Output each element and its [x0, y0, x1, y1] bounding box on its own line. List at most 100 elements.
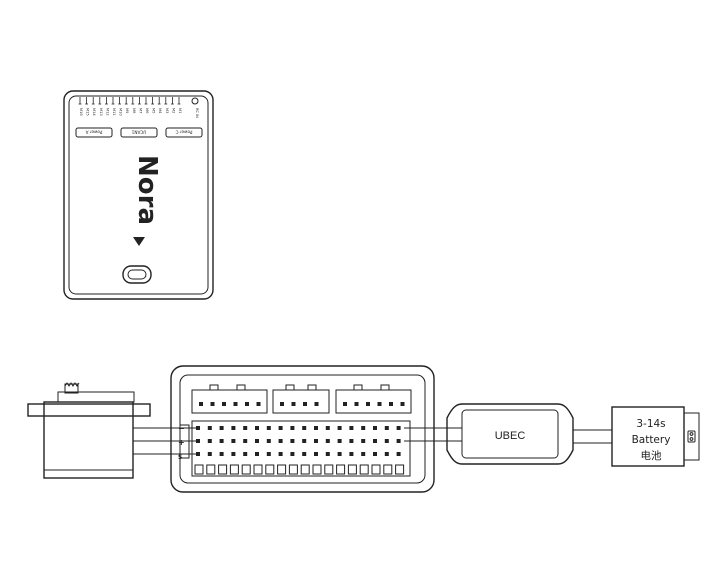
servo-mount-flange [27, 403, 151, 417]
power-a-button[interactable]: Power A [75, 127, 113, 138]
safety-switch[interactable] [122, 265, 152, 284]
connector-pin [389, 402, 393, 406]
rail-pin [396, 426, 401, 430]
power-c-label: Power C [175, 130, 192, 135]
servo-gear-icon [64, 382, 80, 387]
battery-pack: 3-14s Battery 电池 [611, 406, 700, 467]
rail-pin [290, 439, 295, 443]
pin-label: M12 [105, 108, 109, 116]
connector-left [191, 384, 268, 414]
servo-wires [133, 427, 196, 455]
rail-pin [325, 452, 330, 456]
rail-pin [290, 452, 295, 456]
rail-pin [314, 452, 318, 456]
ubec-outline [446, 403, 574, 465]
rail-pin [278, 426, 283, 430]
ubec-label: UBEC [495, 430, 526, 442]
servo-rail-grid [191, 420, 411, 477]
rail-slot [218, 464, 228, 475]
rail-pin [231, 439, 236, 443]
pin-label: RC IN [195, 108, 199, 118]
rail-pin [337, 426, 342, 430]
rail-pin [266, 452, 271, 456]
rail-pin [396, 452, 401, 456]
rail-symbol-box [179, 424, 190, 459]
rail-slot [371, 464, 381, 475]
connector-pin [354, 402, 359, 406]
ubec-inner [461, 409, 559, 459]
rail-pin [219, 439, 224, 443]
rail-pin [290, 426, 295, 430]
controller-inner-outline [68, 95, 209, 295]
rail-pin [207, 426, 212, 430]
battery-cells-label: 3-14s [636, 418, 665, 430]
rail-slot [395, 464, 405, 475]
rail-pin [314, 426, 318, 430]
connector-pin [400, 402, 405, 406]
rail-slot [336, 464, 346, 475]
rail-pin [207, 452, 212, 456]
connector-pin [210, 402, 215, 406]
battery-label: Battery [632, 434, 671, 446]
rail-pin [361, 452, 366, 456]
rail-pin [302, 426, 307, 430]
rail-pin [384, 439, 389, 443]
pin-label: M2 [171, 108, 175, 113]
rail-slot [300, 464, 310, 475]
rail-pin [337, 452, 342, 456]
rail-pin [325, 439, 330, 443]
connector-pin [233, 402, 238, 406]
pin-label: M10 [119, 108, 123, 116]
battery-chinese-label: 电池 [641, 449, 662, 462]
rail-slot [241, 464, 251, 475]
rail-slot [383, 464, 393, 475]
rail-slot [324, 464, 334, 475]
rail-slot [253, 464, 263, 475]
ucan-label: UCAN1 [131, 130, 146, 135]
safety-switch-inner [127, 269, 147, 280]
pin-label: M4 [158, 108, 162, 114]
minus-symbol: − [178, 424, 185, 433]
rail-pin [314, 439, 318, 443]
connector-pin [256, 402, 261, 406]
power-c-button[interactable]: Power C [165, 127, 203, 138]
connector-right [335, 384, 412, 414]
io-board: − + S [170, 365, 435, 493]
connector-pin [366, 402, 370, 406]
power-icon [191, 97, 199, 105]
rail-pin [196, 452, 200, 456]
rail-slot [312, 464, 322, 475]
rail-pin [219, 426, 224, 430]
pin-label: M11 [112, 108, 116, 116]
rail-pin [361, 439, 366, 443]
connector-pin [222, 402, 226, 406]
nora-logo: Nora [132, 155, 162, 225]
controller-outline [63, 90, 214, 300]
pin-label: M13 [99, 108, 103, 116]
pin-label: M8 [132, 108, 136, 114]
arrow-down-icon [133, 237, 145, 246]
pin-label: M5 [152, 108, 156, 113]
pin-label: M6 [145, 108, 149, 114]
battery-plug-icon [687, 430, 696, 443]
ucan-button[interactable]: UCAN1 [120, 127, 158, 138]
pin-label: M15 [86, 108, 90, 116]
pin-label: M3 [165, 108, 169, 113]
rail-pin [278, 439, 283, 443]
rail-slot [265, 464, 275, 475]
rail-pin [384, 426, 389, 430]
rail-pin [302, 439, 307, 443]
rail-pin [361, 426, 366, 430]
connector-pin [377, 402, 382, 406]
rail-pin [207, 439, 212, 443]
rail-pin [373, 426, 377, 430]
rail-pin [255, 439, 259, 443]
rail-pin [349, 452, 354, 456]
rail-pin [373, 439, 377, 443]
battery-connector [683, 412, 700, 461]
rail-pin [231, 426, 236, 430]
pin-header-row [78, 97, 181, 105]
